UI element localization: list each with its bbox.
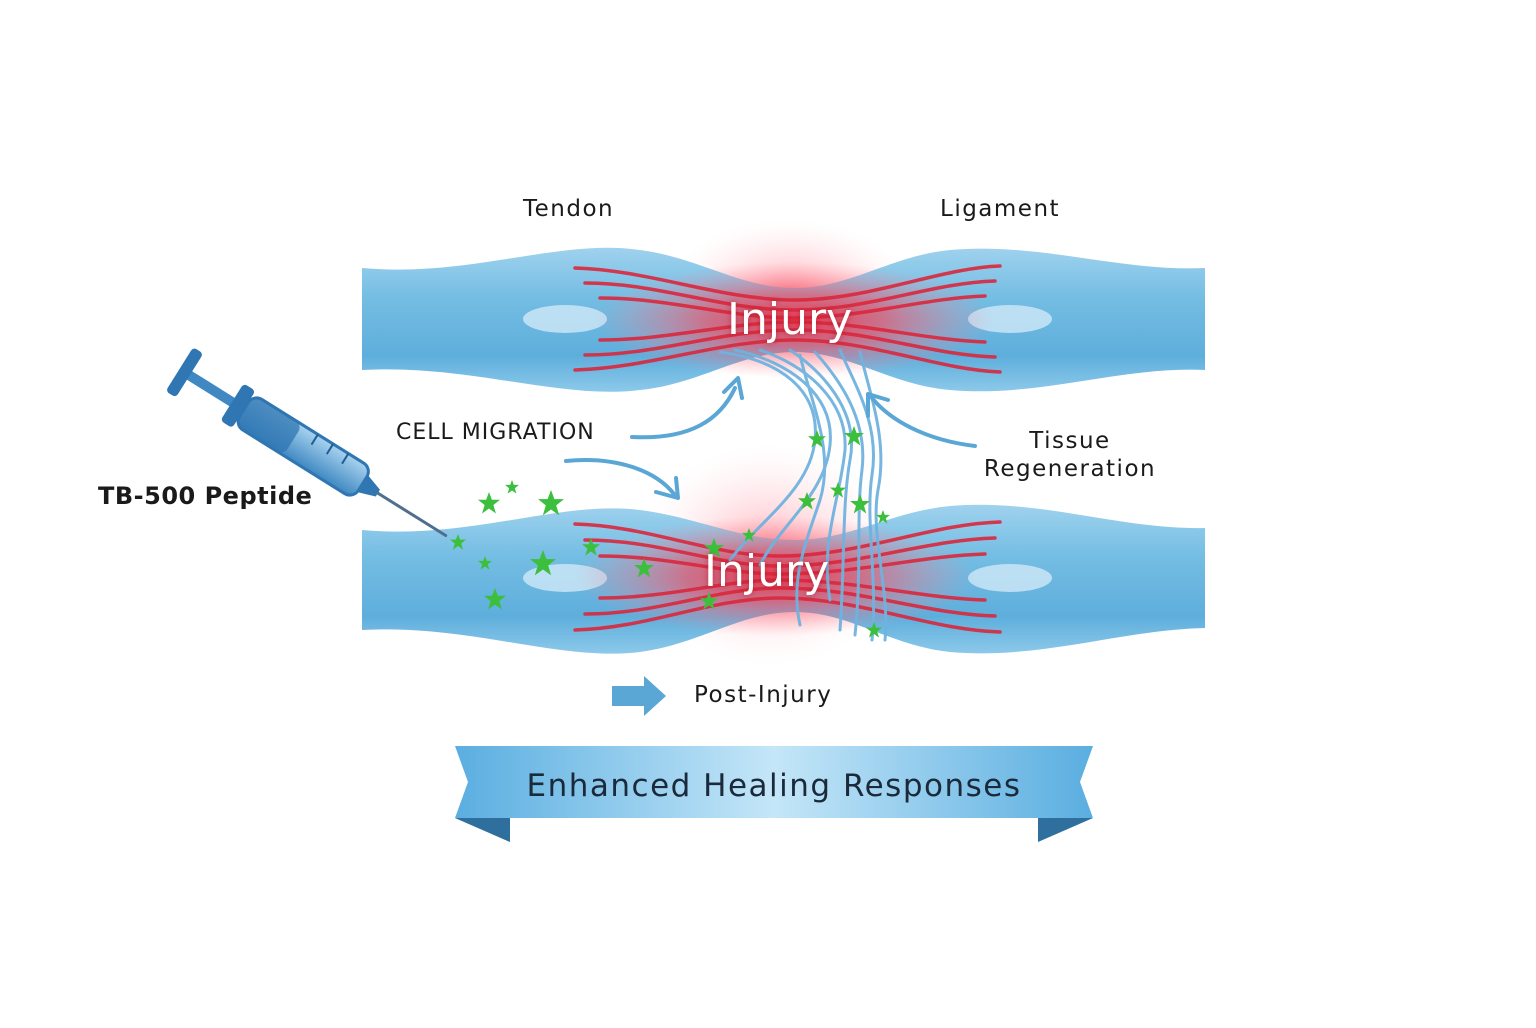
arrow-right-icon [612,676,666,716]
injury-label-bottom: Injury [704,546,830,597]
banner-title: Enhanced Healing Responses [526,768,1022,804]
arrow-tissue-regeneration [866,392,977,448]
cell-migration-label: CELL MIGRATION [396,420,595,445]
syringe-icon [167,348,448,538]
tendon-label: Tendon [523,196,615,222]
tendon-ligament-band-bottom [362,504,1205,654]
arrow-cell-migration-upper [630,376,744,440]
banner-ribbon [455,746,1093,842]
ligament-label: Ligament [940,196,1061,222]
peptide-label: TB-500 Peptide [98,482,313,510]
tissue-regeneration-label: Tissue Regeneration [983,428,1157,482]
injury-label-top: Injury [727,294,853,345]
arrow-cell-migration-lower [564,458,680,500]
post-injury-label: Post-Injury [694,682,833,708]
tendon-ligament-band-top [362,247,1205,392]
